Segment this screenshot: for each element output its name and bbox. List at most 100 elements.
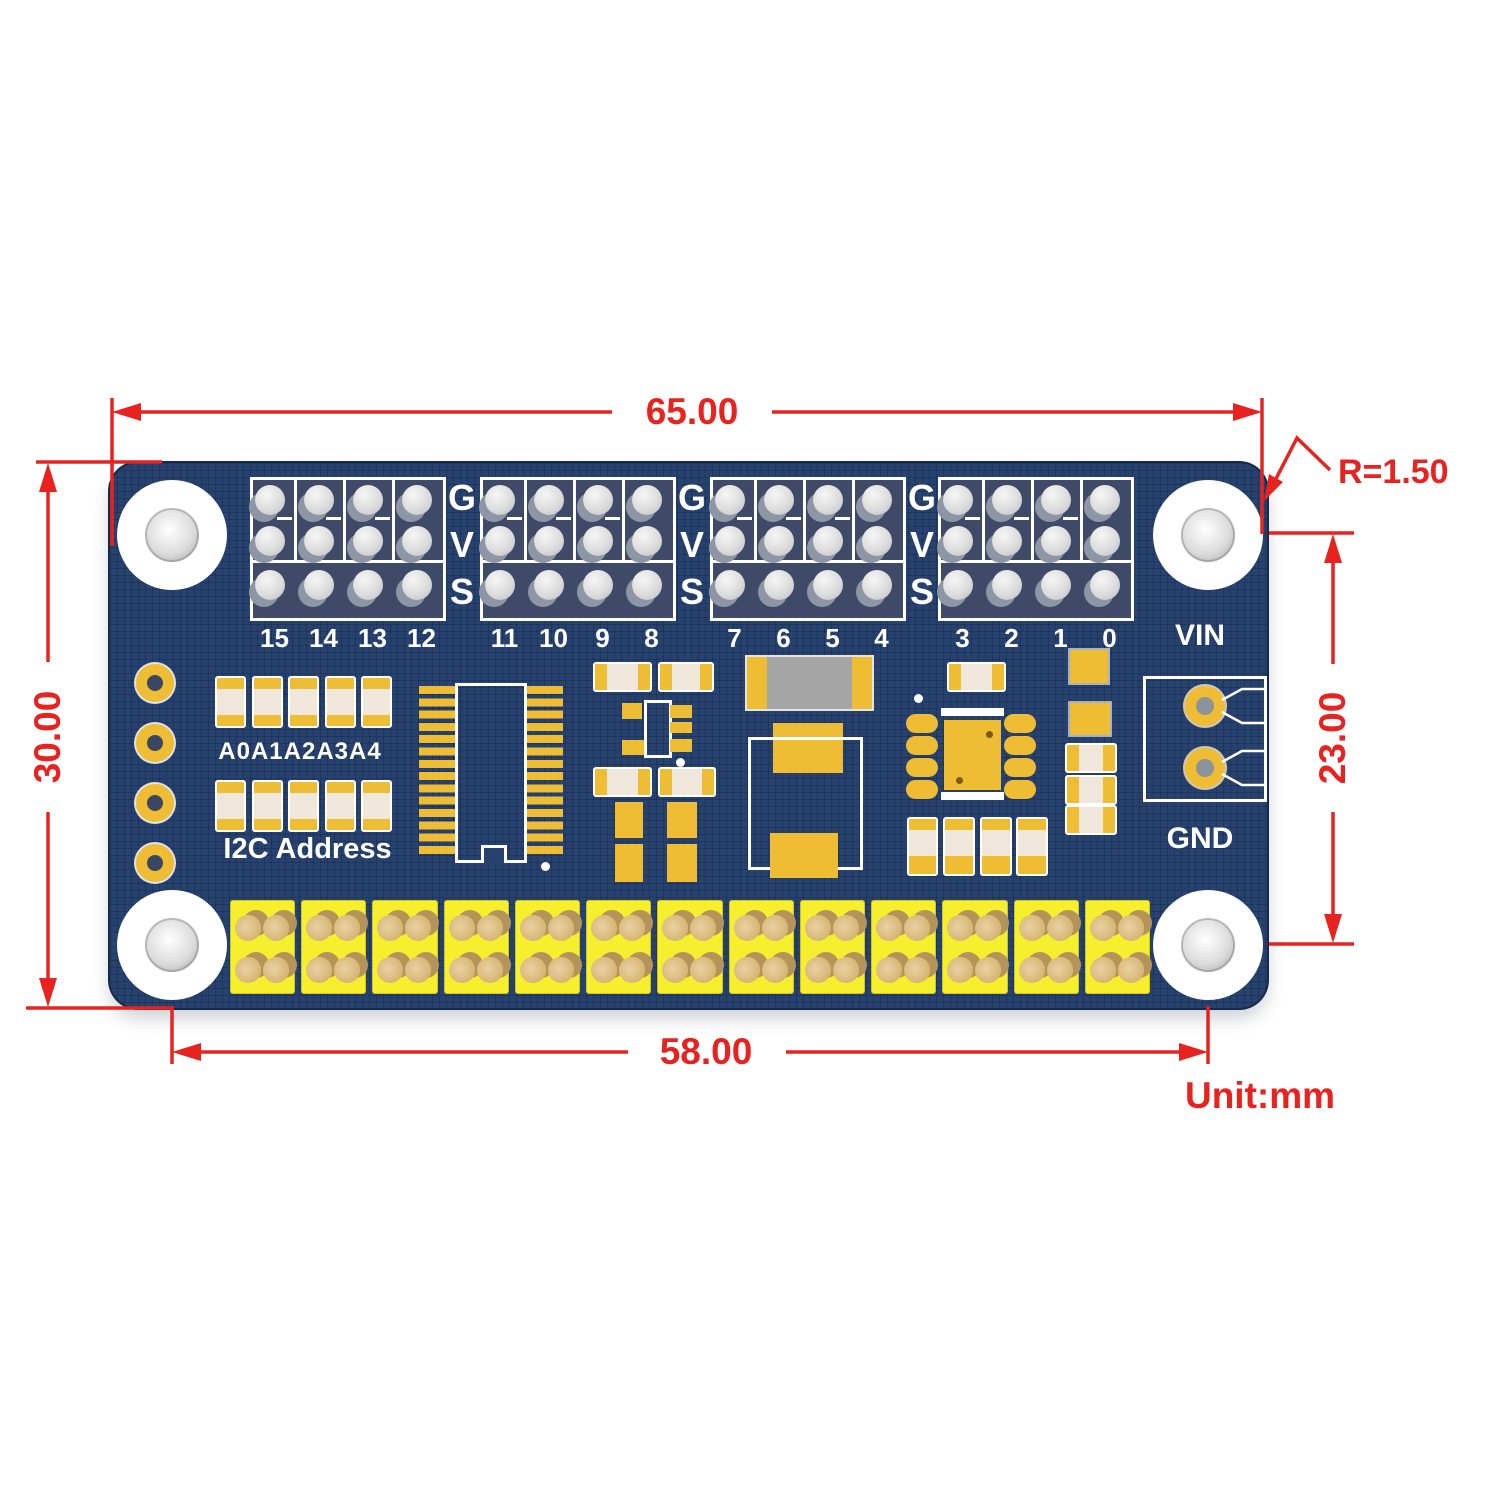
bottom-header-pin: [519, 915, 546, 941]
bottom-header-pin: [405, 957, 432, 983]
header-pin: [304, 526, 334, 556]
bottom-header-segment: [871, 900, 937, 994]
capacitor-pad: [615, 844, 643, 882]
g-label: G: [677, 477, 706, 518]
i2c-address-resistor: [215, 780, 246, 832]
group-divider-dash: [507, 517, 522, 520]
group-divider: [483, 560, 673, 563]
group-divider-dash: [1014, 517, 1029, 520]
header-pin: [943, 485, 973, 515]
header-pin: [764, 526, 794, 556]
msop-pad: [1004, 714, 1036, 733]
msop-pad: [906, 758, 938, 777]
bottom-header-pin: [448, 915, 475, 941]
dim-text-board-width: 65.00: [645, 391, 739, 432]
channel-label: 5: [825, 623, 840, 653]
i2c-address-label: I2C Address: [223, 833, 392, 865]
group-divider-dash: [277, 517, 292, 520]
msop-pad: [1004, 780, 1036, 799]
group-divider-dash: [835, 517, 850, 520]
header-pin: [534, 570, 564, 600]
bottom-header-pin: [733, 915, 760, 941]
hole-bore: [145, 918, 199, 972]
i2c-address-resistor: [325, 676, 356, 728]
bottom-header-pin: [334, 915, 361, 941]
bottom-header-pin: [619, 957, 646, 983]
bottom-header-pin: [1089, 915, 1116, 941]
bottom-header-pin: [306, 915, 333, 941]
pin1-dot: [541, 862, 550, 871]
dim-text-hole-span-vertical: 23.00: [1312, 691, 1353, 785]
channel-label: 3: [955, 623, 970, 653]
group-divider: [253, 560, 443, 563]
bottom-header-pin: [619, 915, 646, 941]
resistor: [980, 817, 1012, 876]
bottom-header-pin: [1089, 957, 1116, 983]
capacitor-pad: [667, 802, 697, 838]
bottom-header-pin: [235, 957, 261, 983]
gvs-labels: G V S: [907, 480, 937, 610]
msop-pad: [906, 736, 938, 755]
servo-header-group-11-8: [480, 477, 676, 621]
group-divider: [622, 480, 625, 560]
channel-label: 4: [874, 623, 889, 653]
i2c-address-resistor: [325, 780, 356, 832]
header-pin: [1041, 526, 1071, 556]
i2c-address-resistor: [361, 780, 392, 832]
dim-text-corner-radius: R=1.50: [1338, 453, 1449, 491]
capacitor-pad: [667, 844, 697, 882]
tssop-body-outline: [455, 683, 527, 863]
resistor: [1065, 775, 1117, 805]
header-pin: [485, 526, 515, 556]
v-label: V: [679, 524, 704, 565]
chip-mark-dot: [986, 731, 993, 738]
header-pin: [1090, 485, 1120, 515]
smd-pad: [1070, 650, 1108, 683]
channel-numbers-15-12: 15 14 13 12: [250, 623, 446, 653]
pcb-board: G V S G V S G V S 15 14 13 12 11 10 9 8 …: [110, 463, 1267, 1008]
servo-header-group-3-0: [938, 477, 1134, 621]
channel-label: 10: [539, 623, 568, 653]
header-pin: [255, 526, 285, 556]
bottom-header-pin: [832, 957, 859, 983]
group-divider: [1080, 480, 1083, 560]
bottom-header-pin: [904, 957, 931, 983]
bottom-header-pin: [804, 957, 831, 983]
group-divider: [713, 560, 903, 563]
bottom-header-pin: [235, 915, 261, 941]
channel-label: 14: [309, 623, 338, 653]
g-label: G: [447, 477, 476, 518]
resistor: [1016, 817, 1048, 876]
i2c-address-resistor: [252, 676, 283, 728]
gnd-label: GND: [1166, 822, 1234, 855]
i2c-address-resistor: [215, 676, 246, 728]
header-pin: [583, 526, 613, 556]
sot23-pad: [670, 705, 692, 718]
bottom-header-pin: [405, 915, 432, 941]
header-pin: [632, 485, 662, 515]
bottom-header-pin: [904, 915, 931, 941]
v-label: V: [909, 524, 934, 565]
msop-body: [944, 720, 1001, 790]
i2c-address-bits-label: A0A1A2A3A4: [218, 738, 382, 765]
tssop-notch: [481, 845, 507, 863]
msop-pad: [1004, 736, 1036, 755]
header-pin: [402, 485, 432, 515]
hole-bore: [145, 508, 199, 562]
group-divider-dash: [605, 517, 620, 520]
bottom-header-pin: [761, 915, 788, 941]
bottom-header-pin: [476, 957, 503, 983]
terminal-pad-gnd: [1185, 748, 1225, 788]
s-label: S: [909, 571, 934, 612]
bottom-header-pin: [263, 957, 289, 983]
msop-pad: [906, 714, 938, 733]
pin1-dot: [676, 758, 685, 767]
bottom-header-pin: [832, 915, 859, 941]
terminal-pad-vin: [1185, 686, 1225, 726]
bottom-header-pin: [761, 957, 788, 983]
sot223-pad: [770, 833, 838, 878]
smd-pad: [1070, 703, 1110, 735]
bottom-header-segment: [443, 900, 509, 994]
i2c-address-resistor: [361, 676, 392, 728]
